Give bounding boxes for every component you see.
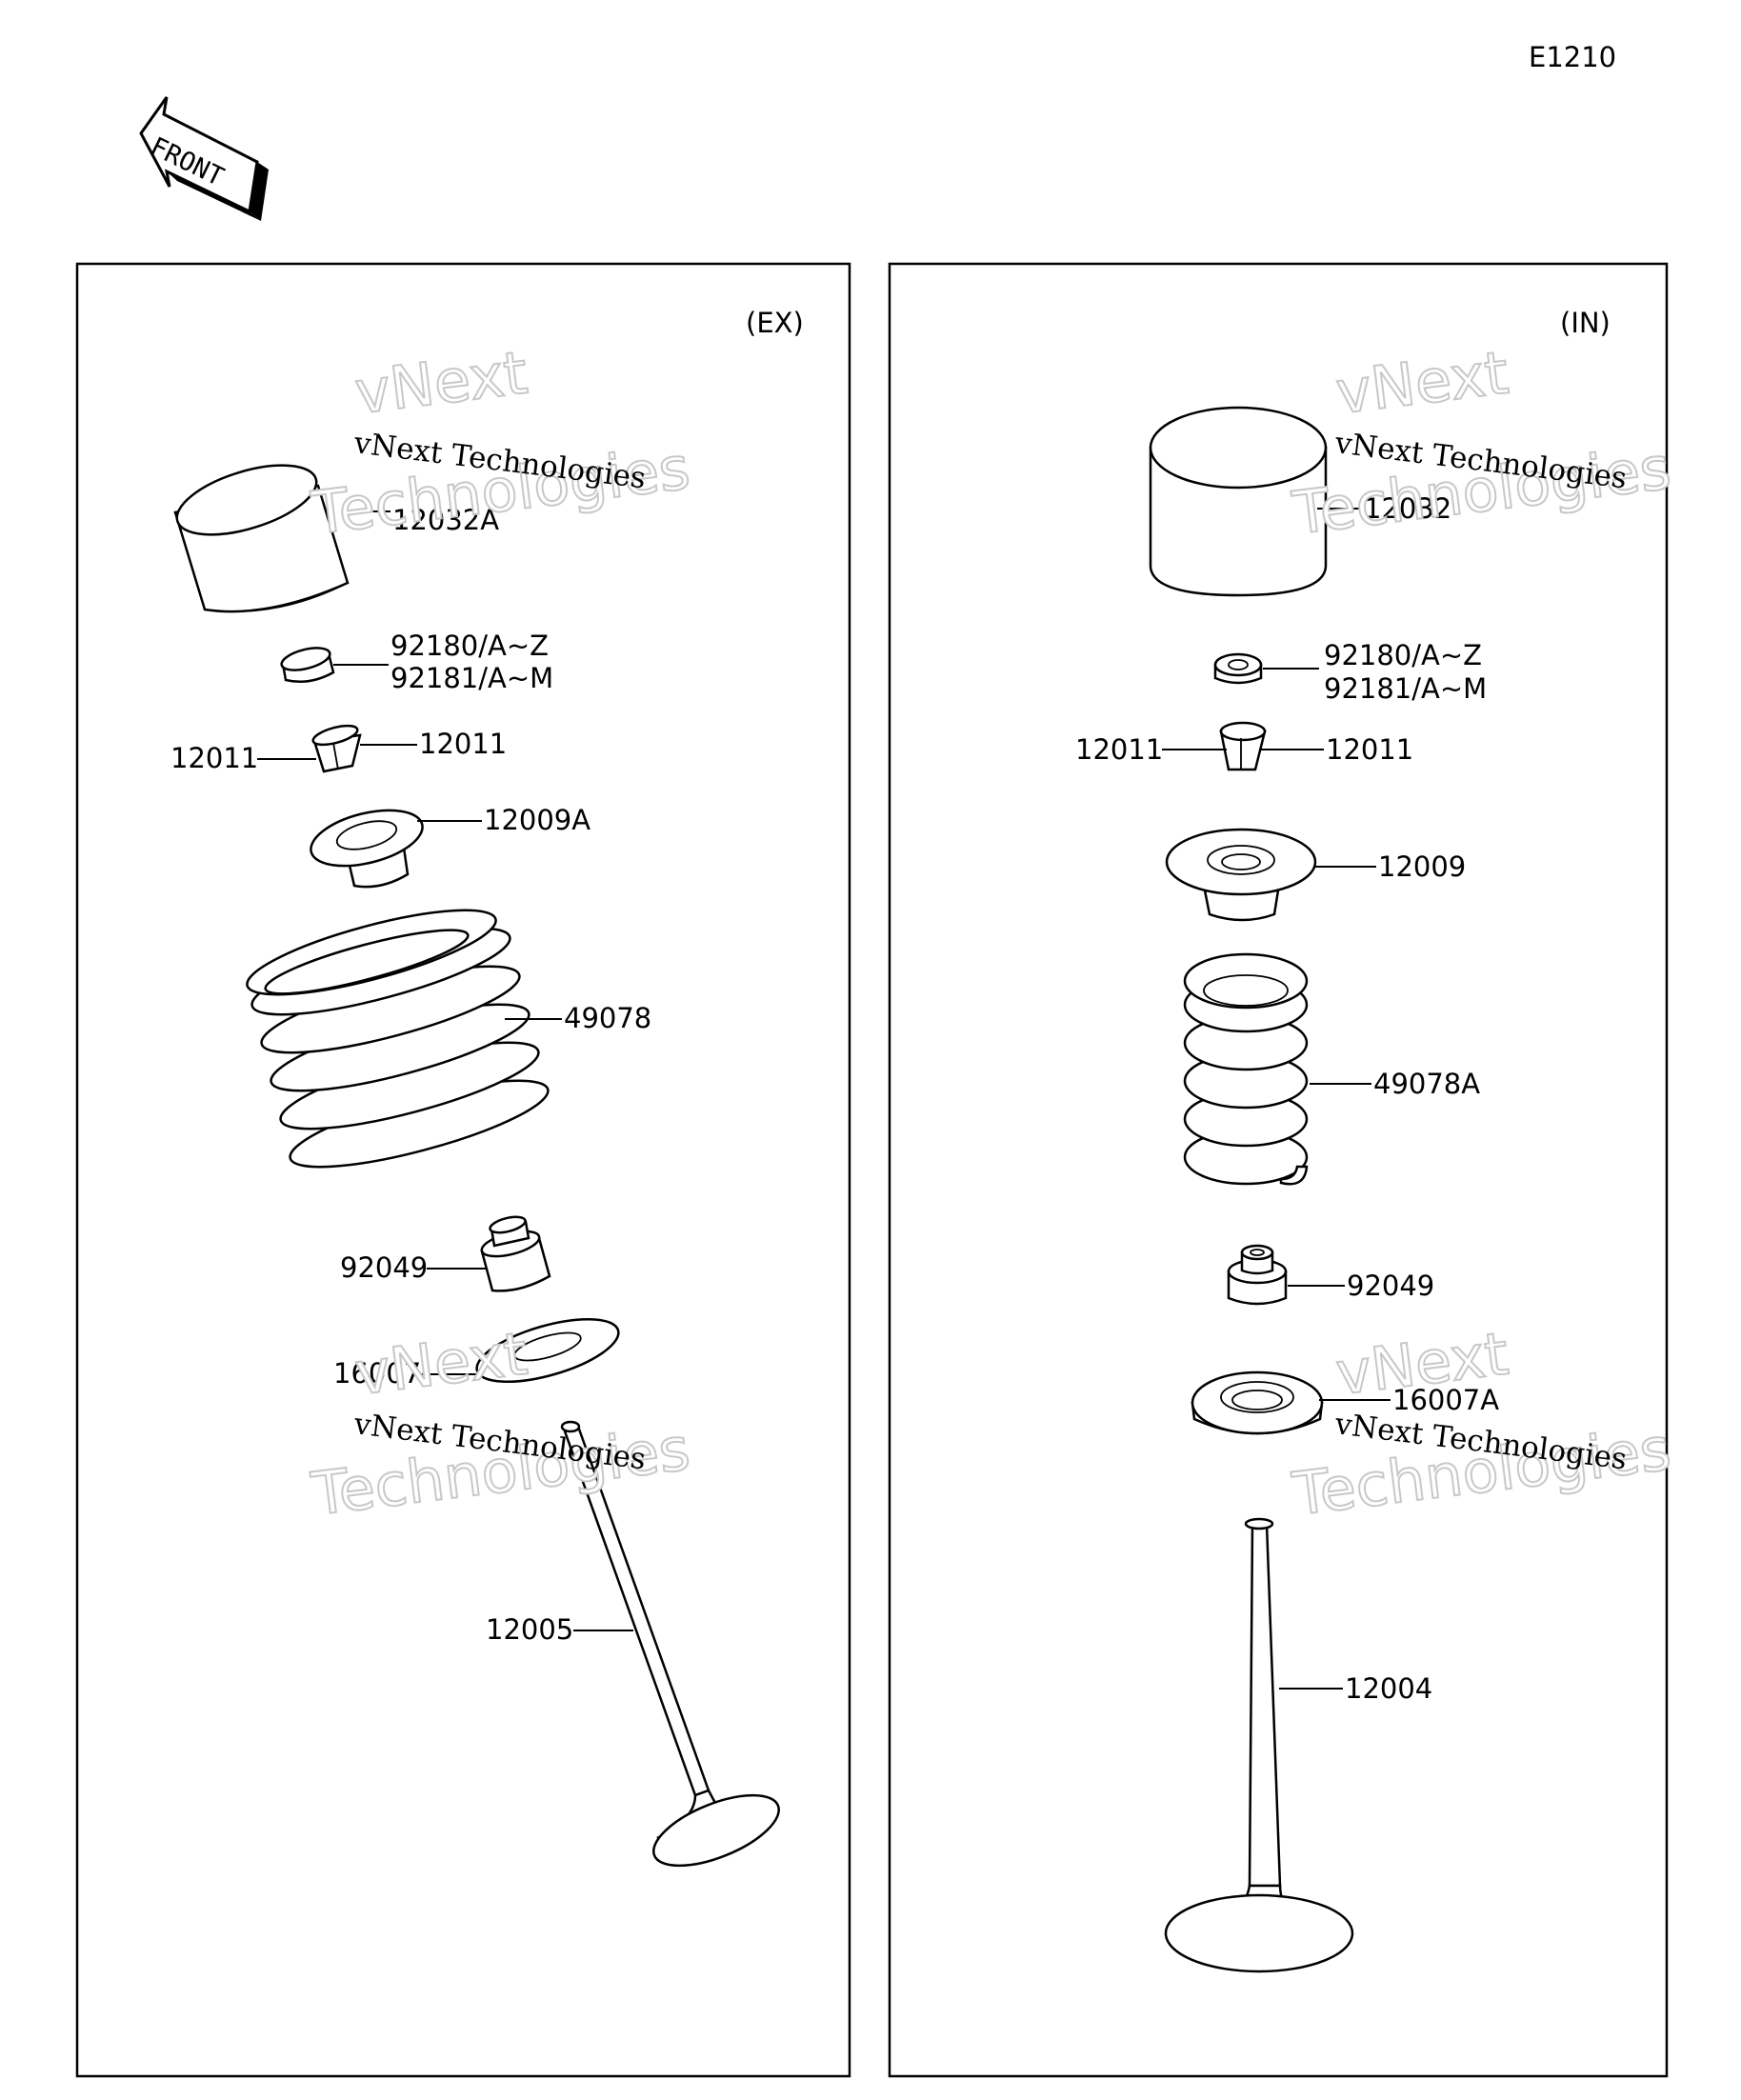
ex-spring-seat-label: 16007 — [333, 1357, 421, 1390]
ex-shim-label-2: 92181/A~M — [390, 662, 553, 694]
in-spring-seat-16007A — [1191, 1370, 1324, 1435]
watermark-in-top: vNext Technologies vNext Technologies — [1288, 336, 1675, 549]
panel-in-frame — [888, 262, 1669, 2078]
front-arrow-icon: FRONT — [139, 96, 269, 221]
ex-tappet-12032A — [173, 464, 350, 613]
ex-tappet-label: 12032A — [392, 504, 499, 536]
ex-stem-seal-label: 92049 — [340, 1251, 428, 1284]
in-valve-12004 — [1164, 1517, 1354, 1973]
in-spring-seat-label: 16007A — [1392, 1384, 1499, 1416]
svg-text:vNext: vNext — [351, 1318, 531, 1409]
panel-ex-frame — [75, 262, 851, 2078]
ex-cotter-right-label: 12011 — [419, 728, 507, 760]
ex-spring-label: 49078 — [564, 1002, 651, 1034]
in-spring-49078A — [1183, 952, 1309, 1186]
in-cotter-left-label: 12011 — [1075, 733, 1163, 766]
svg-text:vNext: vNext — [351, 337, 531, 428]
ex-cotter-left-label: 12011 — [170, 742, 258, 774]
in-retainer-label: 12009 — [1378, 850, 1466, 883]
ex-spring-seat-16007 — [475, 1317, 620, 1384]
in-tappet-12032 — [1149, 406, 1328, 597]
in-shim-label-2: 92181/A~M — [1324, 672, 1487, 705]
ex-retainer-label: 12009A — [484, 804, 590, 836]
ex-spring-49078 — [246, 909, 550, 1169]
in-shim-label-1: 92180/A~Z — [1324, 639, 1482, 671]
in-shim — [1213, 652, 1263, 685]
in-cotter-right-label: 12011 — [1326, 733, 1413, 766]
in-retainer-12009 — [1165, 828, 1317, 922]
in-spring-label: 49078A — [1373, 1068, 1480, 1100]
svg-text:vNext: vNext — [1332, 337, 1512, 428]
in-stem-seal-92049 — [1227, 1244, 1288, 1306]
panel-in-title: (IN) — [1560, 307, 1611, 339]
watermark-ex-top: vNext Technologies vNext Technologies — [307, 336, 694, 549]
ex-cotters — [311, 724, 362, 773]
page-code: E1210 — [1529, 41, 1616, 73]
in-cotters — [1219, 721, 1267, 771]
in-stem-seal-label: 92049 — [1347, 1270, 1434, 1302]
in-valve-label: 12004 — [1345, 1672, 1432, 1705]
ex-valve-12005 — [560, 1420, 780, 1868]
ex-valve-label: 12005 — [486, 1613, 573, 1646]
ex-shim — [280, 647, 335, 683]
in-tappet-label: 12032 — [1364, 492, 1451, 525]
panel-ex-title: (EX) — [746, 307, 804, 339]
ex-retainer-12009A — [310, 809, 424, 889]
ex-shim-label-1: 92180/A~Z — [390, 630, 549, 662]
ex-stem-seal-92049 — [480, 1215, 551, 1292]
watermark-ex-bottom: vNext Technologies vNext Technologies — [307, 1317, 694, 1530]
